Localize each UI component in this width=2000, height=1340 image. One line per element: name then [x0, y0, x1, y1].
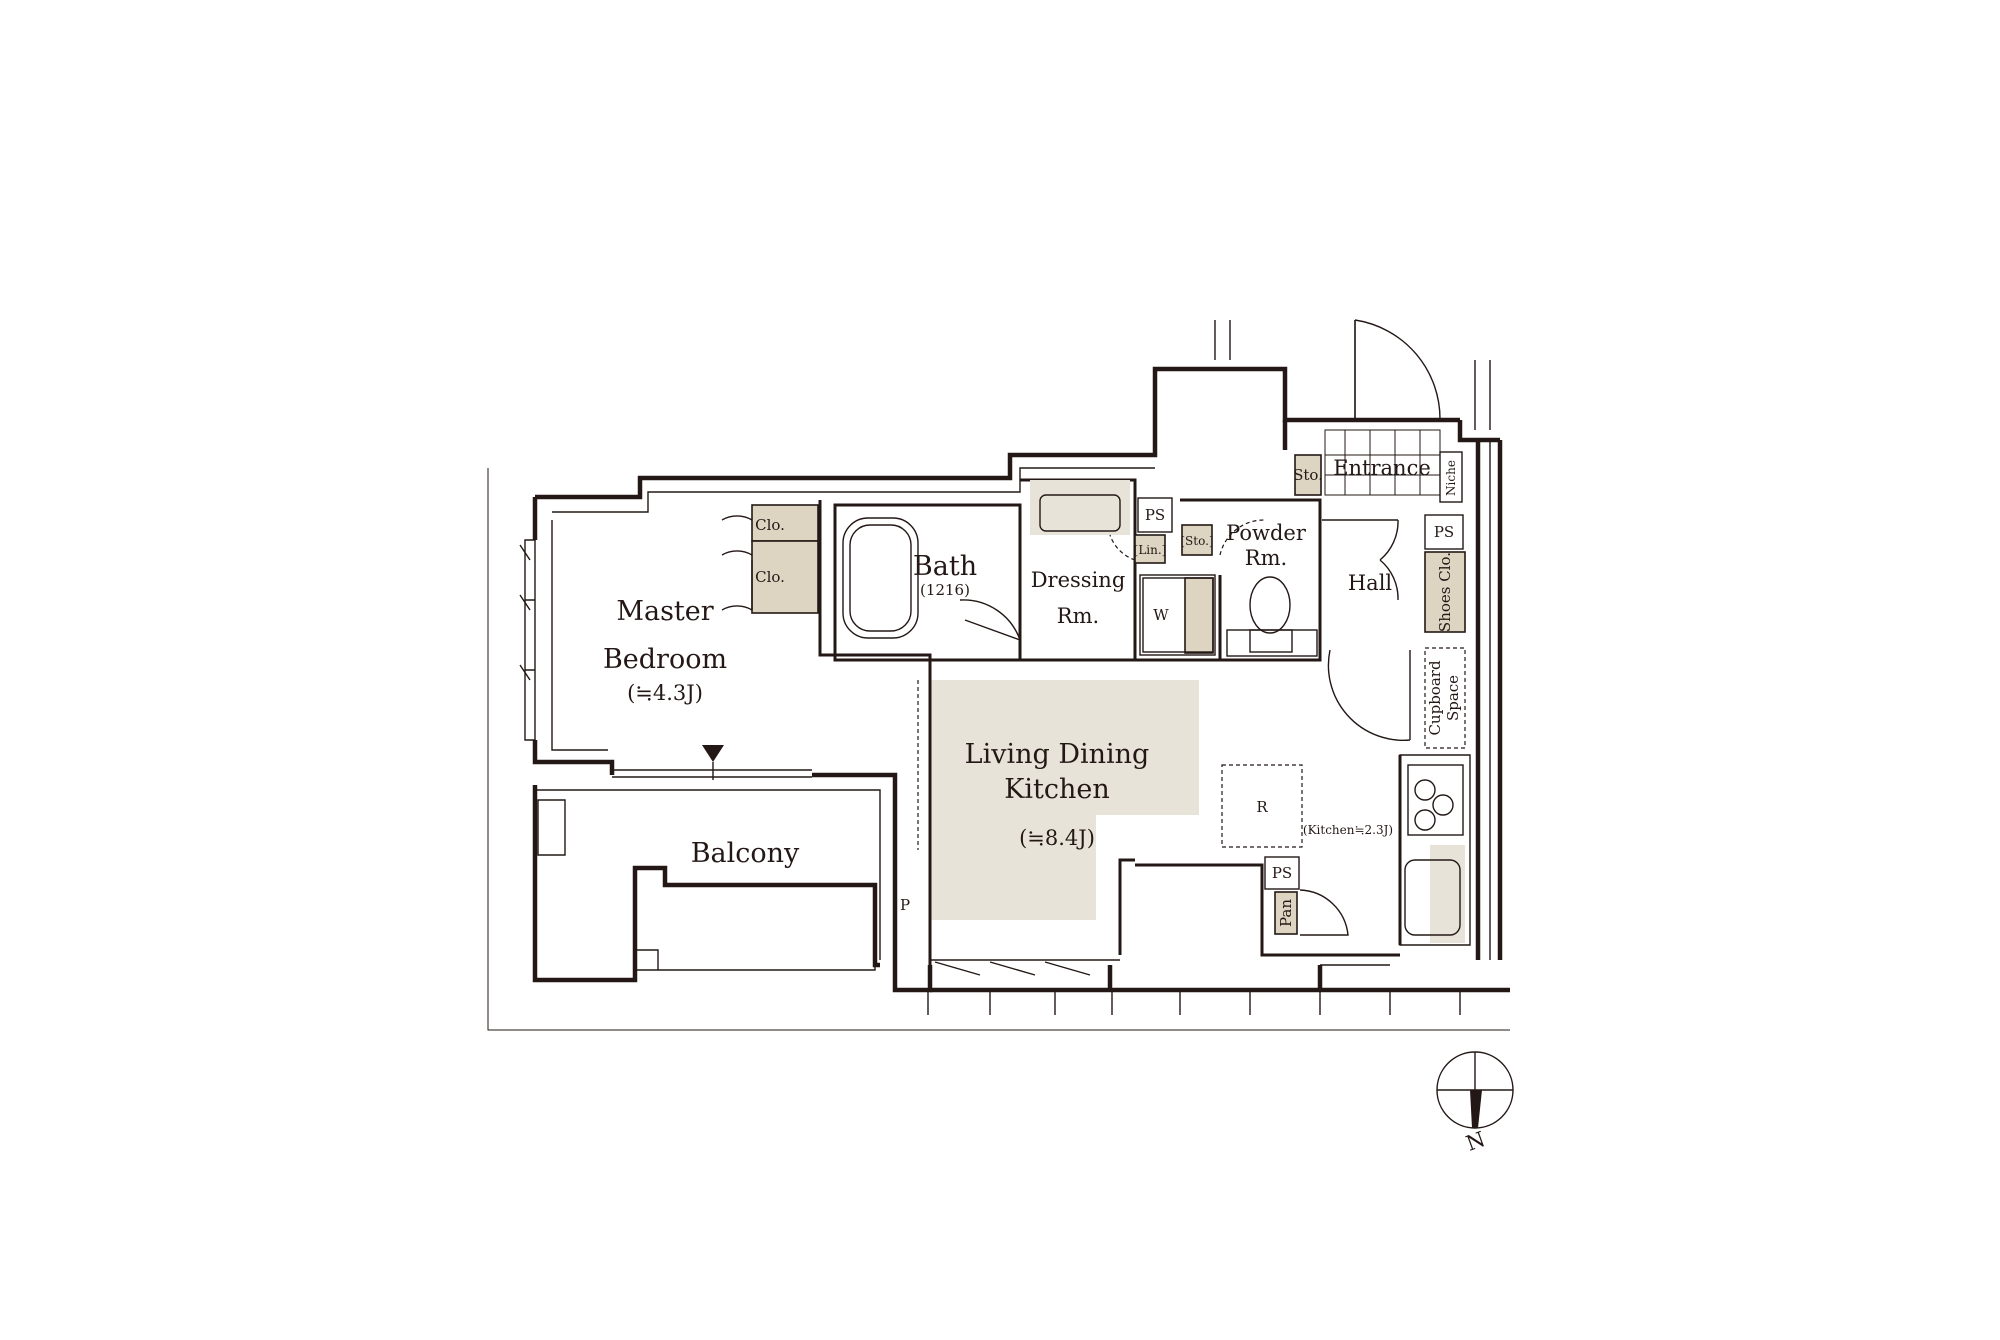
pantry-label: Pan: [1277, 899, 1295, 927]
bath-label: Bath: [913, 551, 977, 582]
ldk-label-1: Living Dining: [965, 739, 1150, 770]
bathtub: [842, 517, 919, 639]
bottom-exterior: [930, 965, 1510, 993]
hall-door-lower: [1327, 649, 1411, 741]
powder-label-2: Rm.: [1245, 546, 1287, 570]
balcony-wall: [532, 785, 880, 983]
balcony-rail: [634, 868, 876, 980]
entrance-tiles: [1324, 429, 1441, 496]
bedroom-closet-wall: [818, 500, 932, 990]
ldk-area: (≒8.4J): [1019, 826, 1095, 850]
balcony-right-wall: [812, 772, 933, 993]
dressing-door: [1109, 534, 1136, 561]
shoes-closet-label: Shoes Clo.: [1436, 552, 1454, 632]
ldk-floor: [930, 680, 1199, 920]
closet-label-2: Clo.: [755, 568, 785, 586]
entrance-walls: [1282, 420, 1500, 450]
cupboard-label-1: Cupboard: [1426, 660, 1444, 735]
ldk-walls: [1118, 640, 1402, 957]
ac-unit: [537, 799, 566, 856]
ldk-label-2: Kitchen: [1004, 774, 1110, 805]
closet-label-1: Clo.: [755, 516, 785, 534]
ldk-window: [930, 959, 1390, 966]
hall-doors: [1322, 519, 1399, 601]
master-bedroom-label-2: Bedroom: [603, 644, 727, 675]
refrigerator: [1221, 764, 1303, 848]
master-bedroom-label-1: Master: [616, 596, 713, 627]
balcony-door: [612, 769, 812, 778]
niche-label: Niche: [1444, 460, 1458, 496]
powder-label-1: Powder: [1226, 521, 1307, 545]
dressing-label-1: Dressing: [1031, 568, 1126, 592]
closet-doors: [721, 515, 753, 611]
bath-size: (1216): [920, 581, 970, 599]
toilet: [1249, 576, 1291, 634]
ps-hall-label: PS: [1434, 523, 1454, 541]
bath-door: [959, 599, 1021, 641]
ps-dressing-label: PS: [1145, 506, 1165, 524]
entrance-door: [1354, 319, 1441, 421]
balcony-label: Balcony: [691, 838, 800, 869]
right-exterior: [1475, 440, 1503, 960]
hall-label: Hall: [1348, 571, 1393, 595]
balcony-door-marker: [702, 745, 724, 762]
ps-kitchen: [1264, 856, 1300, 890]
entrance-storage-label: Sto.: [1293, 466, 1323, 484]
powder-storage: [1181, 524, 1213, 556]
washer-area: [1139, 574, 1216, 656]
balcony-inner: [535, 789, 881, 960]
ps-dressing: [1137, 497, 1173, 533]
closet-2: [751, 540, 819, 614]
vanity: [1030, 480, 1130, 535]
stove: [1407, 764, 1464, 836]
powder-storage-label: [Sto.]: [1180, 534, 1213, 548]
ps-kitchen-label: PS: [1272, 864, 1292, 882]
washer-label: W: [1153, 606, 1169, 624]
entrance-storage: [1294, 454, 1322, 496]
cupboard-label-2: Space: [1444, 675, 1462, 721]
window-mullions: [927, 990, 1461, 1015]
pantry-door: [1299, 889, 1349, 936]
bedroom-windows: [519, 520, 608, 751]
shoes-closet: [1424, 551, 1466, 633]
kitchen-area: (Kitchen≒2.3J): [1303, 823, 1393, 837]
dressing-label-2: Rm.: [1057, 604, 1099, 628]
corridor-walls: [1214, 320, 1491, 430]
ps-hall: [1424, 514, 1464, 550]
balcony-lower: [635, 949, 659, 970]
bedroom-left-wall: [532, 497, 615, 775]
ldk-window-sashes: [934, 961, 1091, 976]
linen: [1134, 534, 1166, 564]
compass-north-label: N: [1463, 1127, 1488, 1156]
site-line: [487, 468, 1510, 1031]
pipe-label: P: [900, 896, 910, 914]
master-bedroom-area: (≒4.3J): [627, 681, 703, 705]
powder-door: [1219, 519, 1266, 556]
exterior-wall-inner: [552, 467, 1155, 513]
linen-label: [Lin.]: [1134, 543, 1167, 557]
compass: [1436, 1051, 1514, 1129]
pantry: [1274, 891, 1298, 935]
refrigerator-label: R: [1256, 798, 1268, 816]
entrance-label: Entrance: [1333, 456, 1431, 480]
exterior-wall: [535, 366, 1460, 500]
